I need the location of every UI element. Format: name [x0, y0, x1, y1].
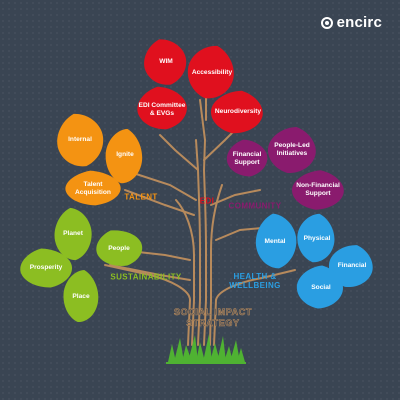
leaf-label-non-financial: Non-Financial Support — [296, 182, 340, 198]
leaf-label-ignite: Ignite — [116, 151, 134, 158]
leaf-label-planet: Planet — [63, 230, 83, 237]
talent-acquisition-line1: Talent — [83, 181, 103, 188]
people-led-line1: People-Led — [274, 142, 310, 149]
community-leaves — [223, 123, 347, 212]
leaf-label-physical: Physical — [303, 235, 331, 242]
leaf-label-financial: Financial — [337, 262, 367, 269]
leaf-label-internal: Internal — [68, 136, 92, 143]
edi-committee-line1: EDI Committee — [138, 102, 186, 109]
strategy-title: SOCIAL IMPACT STRATEGY — [174, 307, 252, 329]
edi-leaves — [132, 33, 268, 137]
branch-label-community: COMMUNITY — [228, 201, 282, 211]
health-leaves — [252, 209, 379, 311]
branch-label-edi: EDI — [199, 196, 215, 206]
encirc-logo-icon — [320, 16, 333, 29]
financial-support-line1: Financial — [232, 151, 262, 158]
edi-committee-line2: & EVGs — [149, 110, 175, 117]
brand-name: encirc — [336, 14, 382, 31]
branch-label-sustainability: SUSTAINABILITY — [110, 272, 182, 282]
leaf-label-people-led: People-Led Initiatives — [274, 142, 310, 158]
leaf-label-neurodiversity: Neurodiversity — [214, 108, 262, 115]
leaf-label-accessibility: Accessibility — [191, 69, 233, 76]
branch-label-health-wellbeing: HEALTH & WELLBEING — [229, 272, 281, 290]
leaf-label-edi-committee: EDI Committee & EVGs — [139, 102, 186, 118]
leaf-label-people: People — [108, 245, 130, 252]
branch-label-talent: TALENT — [124, 192, 158, 202]
leaf-label-financial-support: Financial Support — [233, 151, 262, 167]
health-line1: HEALTH & — [233, 272, 277, 281]
leaf-label-prosperity: Prosperity — [29, 264, 63, 271]
leaf-label-place: Place — [72, 293, 90, 300]
leaf-label-social: Social — [311, 284, 331, 291]
non-financial-line2: Support — [305, 190, 331, 197]
leaf-label-mental: Mental — [264, 238, 286, 245]
people-led-line2: Initiatives — [276, 150, 308, 157]
financial-support-line2: Support — [234, 159, 260, 166]
strategy-title-line1: SOCIAL IMPACT — [174, 307, 252, 318]
non-financial-line1: Non-Financial — [296, 182, 340, 189]
grass — [166, 334, 246, 364]
brand-logo: encirc — [320, 14, 382, 31]
leaf-label-talent-acquisition: Talent Acquisition — [75, 181, 111, 197]
talent-acquisition-line2: Acquisition — [75, 189, 111, 196]
health-line2: WELLBEING — [229, 281, 281, 290]
leaf-label-wim: WIM — [159, 58, 173, 65]
strategy-title-line2: STRATEGY — [186, 318, 240, 329]
